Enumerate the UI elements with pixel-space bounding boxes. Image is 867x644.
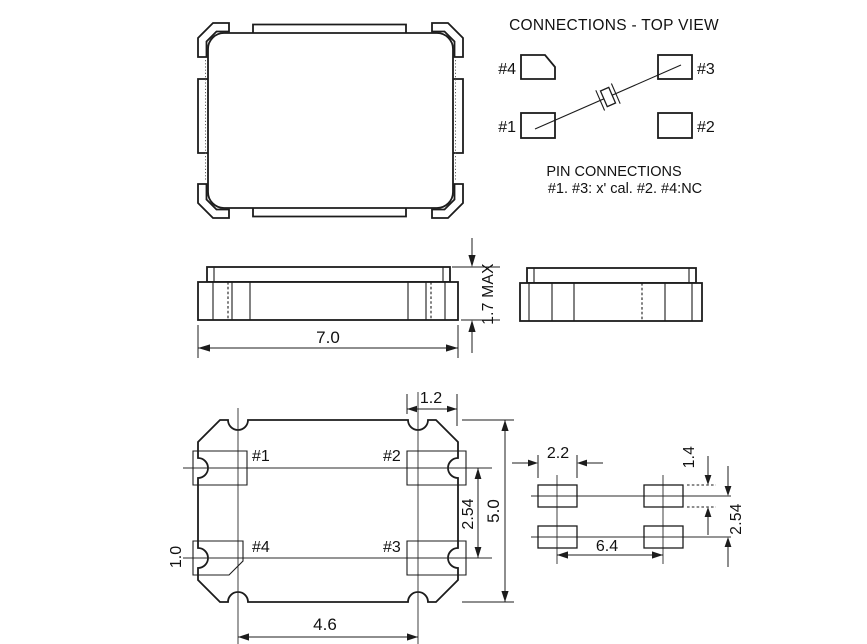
connection-pad-2 bbox=[657, 112, 693, 139]
dim-land-pad-width: 2.2 bbox=[512, 445, 603, 478]
bottom-pad-label-4: #4 bbox=[252, 539, 270, 556]
corner-pad-bottom-left bbox=[197, 183, 230, 219]
dim-body-width: 7.0 bbox=[197, 325, 459, 358]
corner-pad-top-right bbox=[431, 22, 464, 58]
corner-pad-bottom-right bbox=[431, 183, 464, 219]
front-body bbox=[197, 281, 459, 321]
dim-body-height: 1.7 MAX bbox=[452, 238, 500, 353]
dim-pad-row-pitch-value: 2.54 bbox=[460, 498, 477, 529]
end-castellation-lines bbox=[528, 283, 693, 321]
dim-land-pad-height: 1.4 bbox=[681, 446, 716, 535]
pad-label-1: #1 bbox=[498, 119, 516, 136]
connection-pad-3 bbox=[657, 54, 693, 80]
pad-label-4: #4 bbox=[498, 61, 516, 78]
land-pad-top-right bbox=[643, 484, 684, 508]
package-body-outline bbox=[207, 32, 454, 209]
land-pad-bottom-left bbox=[537, 525, 578, 549]
package-top-view bbox=[197, 22, 464, 219]
dim-body-depth: 5.0 bbox=[462, 419, 514, 603]
connections-diagram: CONNECTIONS - TOP VIEW #4 #3 #1 #2 PIN C… bbox=[498, 17, 719, 197]
bottom-edge-tab bbox=[252, 208, 407, 218]
front-side-view: 7.0 1.7 MAX bbox=[197, 238, 500, 358]
bottom-pad-2 bbox=[406, 450, 467, 486]
right-edge-tab bbox=[452, 78, 464, 154]
dim-castellation-width-value: 1.2 bbox=[420, 390, 442, 407]
pad-label-2: #2 bbox=[697, 119, 715, 136]
end-lid bbox=[526, 267, 697, 284]
top-view-hidden-edges bbox=[205, 60, 456, 180]
dim-pad-span: 4.6 bbox=[238, 615, 418, 641]
connection-pad-4 bbox=[520, 54, 556, 80]
top-edge-tab bbox=[252, 23, 407, 33]
connections-title: CONNECTIONS - TOP VIEW bbox=[509, 17, 719, 34]
pin-connections-heading: PIN CONNECTIONS bbox=[546, 164, 681, 180]
bottom-pad-3 bbox=[406, 540, 467, 576]
land-pad-top-left bbox=[537, 484, 578, 508]
bottom-view-centerlines bbox=[183, 392, 492, 644]
dim-pad-span-value: 4.6 bbox=[313, 615, 337, 634]
front-lid-rim-lines bbox=[213, 267, 444, 282]
dim-land-row-pitch-value: 2.54 bbox=[728, 503, 745, 534]
end-side-view bbox=[519, 267, 703, 322]
bottom-pad-1 bbox=[192, 450, 248, 486]
bottom-pad-label-3: #3 bbox=[383, 539, 401, 556]
land-pad-bottom-right bbox=[643, 525, 684, 549]
front-castellation-lines bbox=[212, 282, 446, 320]
dim-land-pad-width-value: 2.2 bbox=[547, 445, 569, 462]
front-lid bbox=[206, 266, 451, 283]
dim-pad-row-pitch: 2.54 bbox=[460, 468, 482, 558]
dim-land-pad-height-value: 1.4 bbox=[681, 446, 698, 469]
end-lid-rim-lines bbox=[533, 268, 690, 283]
connection-pad-1 bbox=[520, 112, 556, 139]
pin-connections-detail: #1. #3: x' cal. #2. #4:NC bbox=[548, 181, 702, 197]
bottom-body-outline bbox=[197, 419, 459, 603]
left-edge-tab bbox=[197, 78, 209, 154]
corner-pad-top-left bbox=[197, 22, 230, 58]
dim-pad-height-value: 1.0 bbox=[168, 546, 185, 568]
dim-body-width-value: 7.0 bbox=[316, 328, 340, 347]
dim-body-height-value: 1.7 MAX bbox=[480, 263, 497, 325]
land-pattern: 2.2 1.4 2.54 6.4 bbox=[512, 445, 745, 567]
dim-body-depth-value: 5.0 bbox=[484, 499, 503, 523]
crystal-symbol-icon bbox=[595, 83, 621, 111]
dim-castellation-width: 1.2 bbox=[406, 390, 458, 426]
bottom-pad-4 bbox=[192, 540, 244, 576]
dim-land-column-span-value: 6.4 bbox=[596, 538, 618, 555]
bottom-pad-label-2: #2 bbox=[383, 448, 401, 465]
bottom-pad-label-1: #1 bbox=[252, 448, 270, 465]
dim-land-row-pitch: 2.54 bbox=[724, 466, 745, 567]
pad-label-3: #3 bbox=[697, 61, 715, 78]
land-pattern-centerlines bbox=[531, 475, 731, 564]
package-bottom-view: #1 #2 #4 #3 1.2 5.0 2.54 bbox=[168, 390, 514, 644]
dim-land-column-span: 6.4 bbox=[557, 538, 663, 559]
end-body bbox=[519, 282, 703, 322]
